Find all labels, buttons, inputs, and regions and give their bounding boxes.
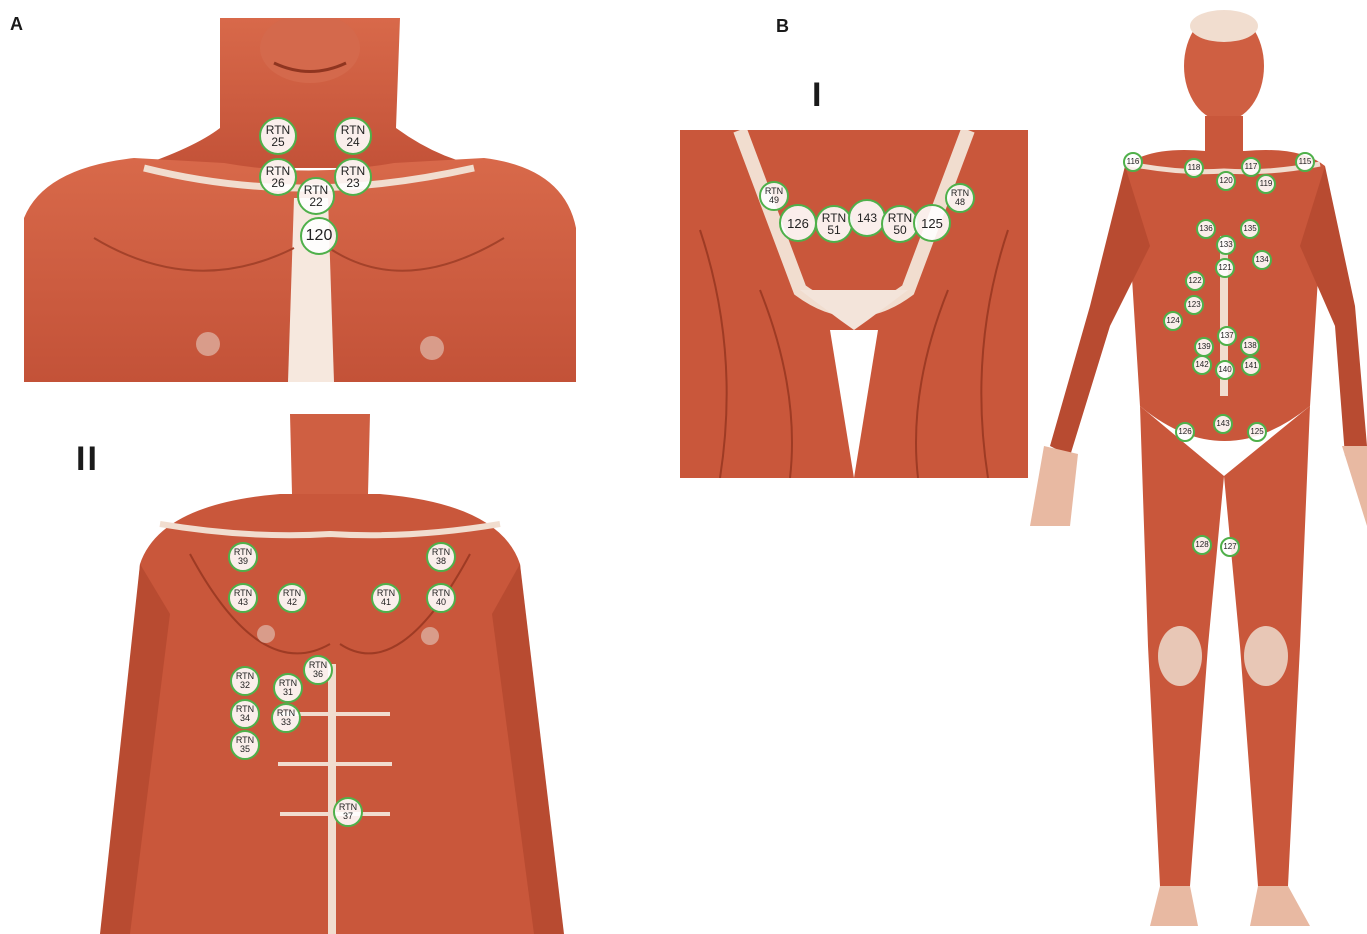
marker-137: 137 xyxy=(1217,326,1237,346)
marker-126: 126 xyxy=(779,204,817,242)
panel-a-ii-label: II xyxy=(76,440,99,479)
figure-b-i-pelvis xyxy=(680,130,1028,478)
marker-143-b: 143 xyxy=(1213,414,1233,434)
marker-135: 135 xyxy=(1240,219,1260,239)
marker-143: 143 xyxy=(848,199,886,237)
marker-115: 115 xyxy=(1295,152,1315,172)
marker-125: 125 xyxy=(913,204,951,242)
marker-122: 122 xyxy=(1185,271,1205,291)
marker-140: 140 xyxy=(1215,360,1235,380)
marker-136: 136 xyxy=(1196,219,1216,239)
marker-133: 133 xyxy=(1216,235,1236,255)
marker-118: 118 xyxy=(1184,158,1204,178)
marker-123: 123 xyxy=(1184,295,1204,315)
marker-120: 120 xyxy=(300,217,338,255)
marker-127: 127 xyxy=(1220,537,1240,557)
figure-b-ii-full-body xyxy=(1030,6,1367,934)
marker-121: 121 xyxy=(1215,258,1235,278)
marker-134: 134 xyxy=(1252,250,1272,270)
marker-119: 119 xyxy=(1256,174,1276,194)
marker-120-b: 120 xyxy=(1216,171,1236,191)
panel-b-i-label: I xyxy=(812,76,823,115)
marker-116: 116 xyxy=(1123,152,1143,172)
marker-141: 141 xyxy=(1241,356,1261,376)
marker-117: 117 xyxy=(1241,157,1261,177)
marker-128: 128 xyxy=(1192,535,1212,555)
marker-125-b: 125 xyxy=(1247,422,1267,442)
marker-126-b: 126 xyxy=(1175,422,1195,442)
marker-138: 138 xyxy=(1240,336,1260,356)
marker-142: 142 xyxy=(1192,355,1212,375)
marker-124: 124 xyxy=(1163,311,1183,331)
marker-139: 139 xyxy=(1194,337,1214,357)
panel-b-label: B xyxy=(776,16,789,37)
panel-a-label: A xyxy=(10,14,23,35)
